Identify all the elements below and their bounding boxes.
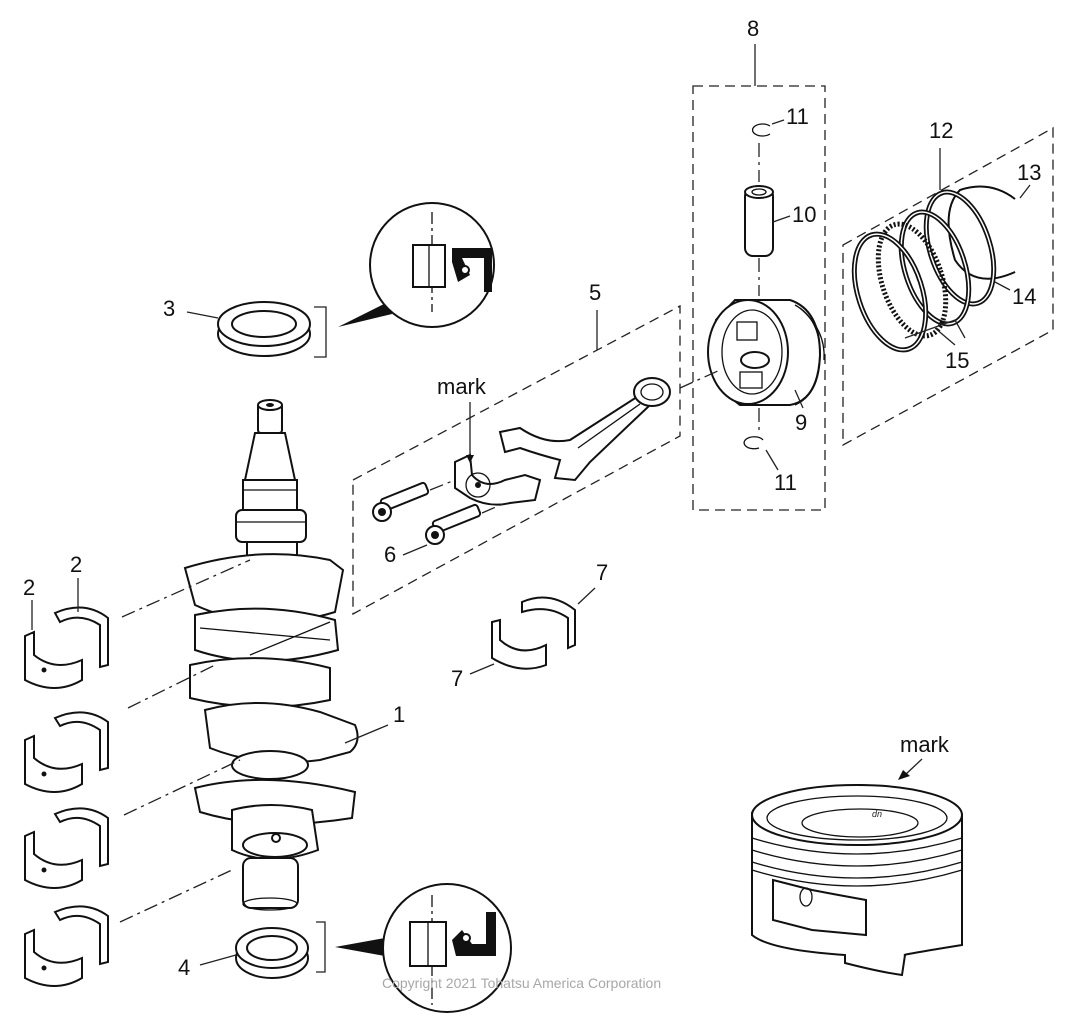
callout-11-bottom[interactable]: 11 [774, 470, 797, 495]
main-bearing-4[interactable] [24, 905, 109, 987]
lower-oil-seal-group: 4 [178, 883, 512, 1013]
callout-14[interactable]: 14 [1012, 284, 1036, 309]
piston[interactable]: 9 [707, 299, 825, 435]
piston-assembly-box [692, 85, 826, 511]
upper-seal-detail-callout [369, 202, 495, 328]
piston-up-mark: up [872, 810, 882, 820]
rod-bearing-upper[interactable]: 7 [521, 560, 608, 650]
rod-mark-label: mark [437, 374, 487, 399]
callout-4[interactable]: 4 [178, 955, 190, 980]
main-bearing-2[interactable] [24, 711, 109, 793]
piston-assembly-group: 8 11 10 9 [692, 16, 826, 511]
copyright-text: Copyright 2021 Tohatsu America Corporati… [382, 975, 661, 991]
piston-pin-clip-top[interactable]: 11 [751, 104, 809, 137]
callout-11-top[interactable]: 11 [786, 104, 809, 129]
callout-2-upper[interactable]: 2 [70, 552, 82, 577]
connecting-rod-bearings: 7 7 [451, 560, 608, 691]
main-bearing-1[interactable]: 2 2 [23, 552, 109, 689]
connecting-rod-bolt-2[interactable] [425, 502, 506, 545]
callout-6[interactable]: 6 [384, 542, 396, 567]
callout-1[interactable]: 1 [393, 702, 405, 727]
callout-10[interactable]: 10 [792, 202, 816, 227]
piston-ring-set-group: 12 13 14 15 [841, 118, 1054, 447]
piston-detail-view[interactable]: mark up [751, 732, 963, 977]
connecting-rod-bolt-1[interactable] [372, 479, 456, 522]
lower-oil-seal[interactable]: 4 [178, 927, 309, 980]
piston-mark-label: mark [900, 732, 950, 757]
upper-oil-seal-group: 3 [163, 202, 495, 358]
callout-15[interactable]: 15 [945, 348, 969, 373]
callout-8[interactable]: 8 [747, 16, 759, 41]
main-bearing-3[interactable] [24, 807, 109, 889]
callout-7-upper[interactable]: 7 [596, 560, 608, 585]
callout-13[interactable]: 13 [1017, 160, 1041, 185]
crankshaft[interactable]: 1 [183, 399, 405, 911]
piston-pin[interactable]: 10 [744, 185, 816, 257]
connecting-rod-box [352, 304, 681, 616]
upper-oil-seal[interactable]: 3 [163, 296, 311, 357]
ring-set-box [842, 126, 1054, 447]
callout-3[interactable]: 3 [163, 296, 175, 321]
connecting-rod[interactable]: mark [437, 374, 671, 506]
oil-ring[interactable]: 15 [841, 204, 981, 373]
lower-seal-detail-callout [382, 883, 512, 1013]
connecting-rod-group: 5 mark 6 [352, 280, 721, 616]
callout-5[interactable]: 5 [589, 280, 601, 305]
callout-7-lower[interactable]: 7 [451, 666, 463, 691]
main-bearings: 2 2 [23, 552, 109, 987]
callout-12[interactable]: 12 [929, 118, 953, 143]
second-ring[interactable]: 14 [914, 184, 1037, 313]
piston-pin-clip-bottom[interactable]: 11 [743, 436, 797, 495]
top-ring[interactable]: 13 [947, 160, 1042, 280]
rod-bearing-lower[interactable]: 7 [451, 618, 547, 691]
callout-2-lower[interactable]: 2 [23, 575, 35, 600]
callout-9[interactable]: 9 [795, 410, 807, 435]
